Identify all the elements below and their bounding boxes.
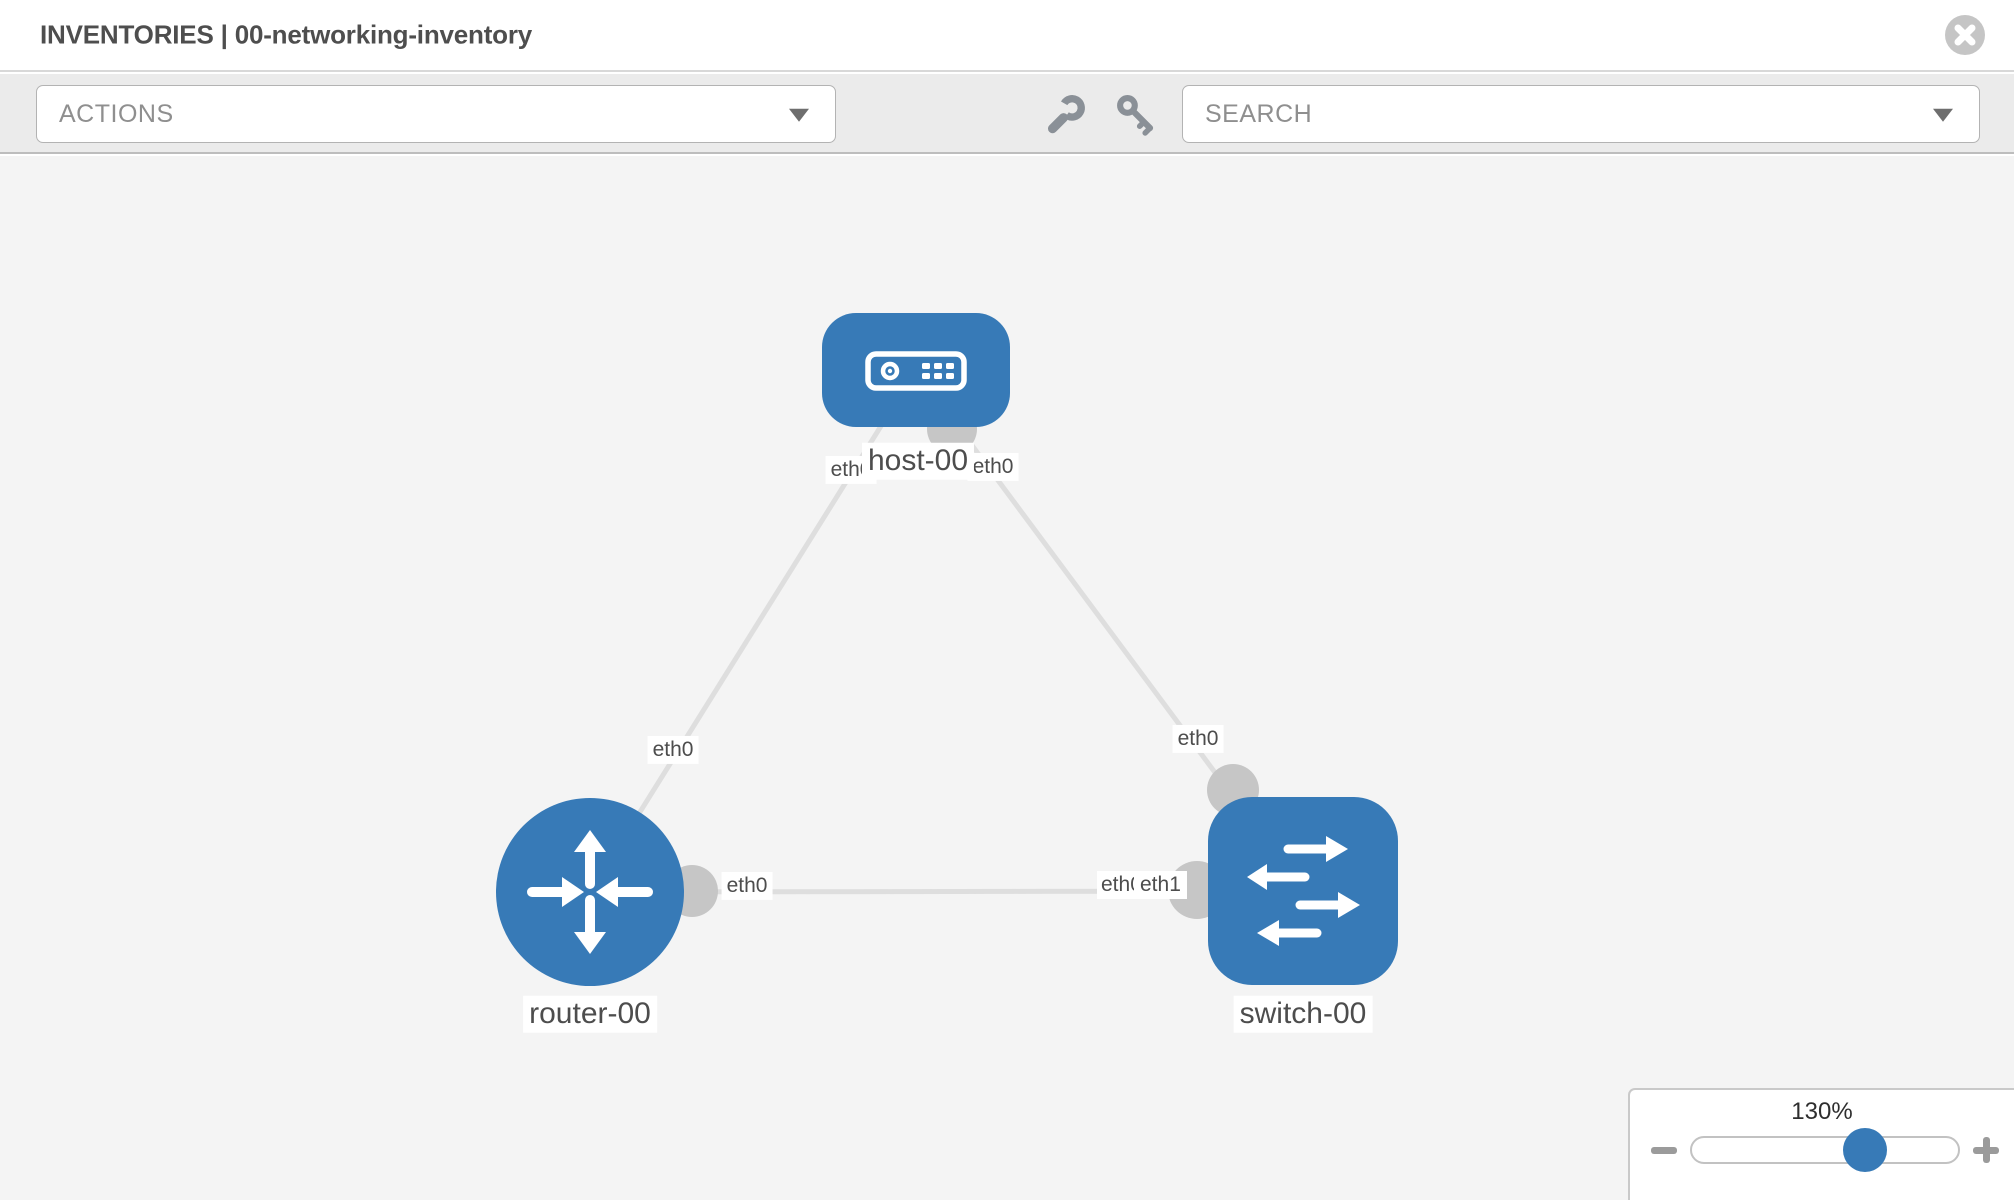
close-button[interactable] [1943, 13, 1987, 57]
node-label-router-00[interactable]: router-00 [523, 995, 657, 1033]
adhoc-commands-button[interactable] [1044, 92, 1088, 136]
caret-down-icon [789, 108, 809, 122]
node-label-switch-00[interactable]: switch-00 [1233, 995, 1373, 1033]
wrench-icon [1047, 95, 1085, 134]
header: INVENTORIES | 00-networking-inventory [0, 0, 2014, 72]
toolbar: ACTIONS SEARCH [0, 74, 2014, 154]
key-icon [1117, 95, 1154, 136]
node-host-00[interactable] [822, 313, 1010, 427]
zoom-slider-track[interactable] [1690, 1128, 1960, 1172]
node-router-00[interactable] [496, 798, 684, 986]
actions-dropdown[interactable]: ACTIONS [36, 85, 836, 143]
interface-label: eth0 [1097, 871, 1134, 899]
zoom-panel: 130% [1628, 1088, 2014, 1200]
interface-label-overlap-group: eth0 eth1 [1097, 871, 1187, 899]
host-icon [865, 351, 967, 391]
node-switch-00[interactable] [1208, 797, 1398, 985]
switch-icon [1247, 836, 1360, 946]
node-label-host-00[interactable]: host-00 [861, 442, 975, 480]
close-icon [1945, 15, 1985, 55]
zoom-slider-row [1630, 1126, 2014, 1174]
interface-label: eth0 [647, 735, 699, 765]
search-dropdown-value: SEARCH [1205, 99, 1313, 128]
zoom-slider-handle[interactable] [1843, 1128, 1887, 1172]
caret-down-icon [1933, 108, 1953, 122]
interface-label: eth0 [721, 871, 773, 901]
interface-label: eth1 [1134, 871, 1187, 899]
zoom-in-button[interactable] [1972, 1136, 2000, 1164]
page-title: INVENTORIES | 00-networking-inventory [40, 19, 533, 50]
topology-canvas[interactable]: eth0 eth0 eth0 eth0 eth0 eth0 eth1 host-… [0, 156, 2014, 1200]
zoom-level-value: 130% [1791, 1098, 1853, 1125]
search-dropdown[interactable]: SEARCH [1182, 85, 1980, 143]
credentials-button[interactable] [1114, 92, 1158, 136]
interface-label: eth0 [1172, 724, 1224, 754]
actions-dropdown-value: ACTIONS [59, 99, 174, 128]
router-icon [527, 830, 653, 954]
interface-label: eth0 [967, 452, 1019, 482]
zoom-out-button[interactable] [1650, 1136, 1678, 1164]
